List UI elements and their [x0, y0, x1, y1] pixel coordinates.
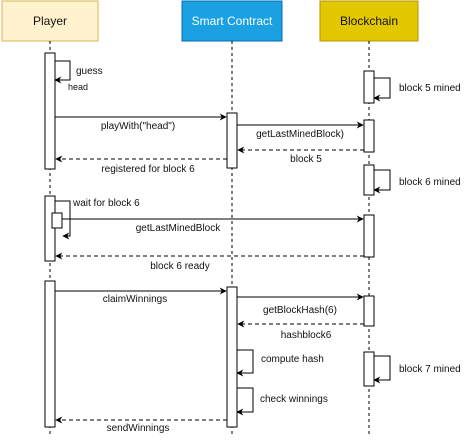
message-check-winnings: check winnings [236, 387, 328, 416]
message-wait-label: wait for block 6 [72, 198, 140, 209]
message-registered: registered for block 6 [55, 155, 227, 175]
message-send-winnings-label: sendWinnings [107, 423, 170, 434]
message-guess-arrow [54, 60, 71, 84]
message-play-with: playWith("head") [55, 113, 227, 132]
message-wait: wait for block 6 [55, 198, 140, 240]
message-guess-label: guess [76, 66, 103, 77]
message-block6-mined: block 6 mined [373, 169, 461, 194]
message-block6-mined-arrow [373, 169, 391, 194]
message-check-winnings-arrow [236, 387, 254, 416]
message-block6-ready: block 6 ready [55, 252, 364, 272]
activation-blockchain-4 [363, 214, 375, 258]
message-head-label: head [68, 82, 88, 92]
activation-contract-2 [226, 286, 238, 428]
message-hashblock6: hashblock6 [237, 320, 364, 341]
participant-contract-box [181, 0, 283, 42]
activation-blockchain-1 [363, 70, 375, 104]
participant-contract: Smart Contract [181, 0, 283, 42]
message-get-last-mined-1-label: getLastMinedBlock) [256, 129, 344, 140]
participant-player: Player [1, 0, 99, 42]
participant-player-label: Player [33, 14, 67, 28]
message-block5-return-label: block 5 [290, 154, 322, 165]
message-block5-mined-arrow [373, 77, 391, 102]
activation-player-3 [44, 280, 56, 428]
participant-blockchain: Blockchain [319, 0, 419, 42]
activation-blockchain-2 [363, 119, 375, 153]
message-get-last-mined-1: getLastMinedBlock) [237, 121, 364, 140]
message-registered-label: registered for block 6 [101, 164, 195, 175]
message-block6-mined-label: block 6 mined [399, 177, 461, 188]
message-claim-label: claimWinnings [103, 294, 167, 305]
participant-blockchain-box [319, 0, 419, 42]
activation-blockchain-5 [363, 295, 375, 327]
message-compute-hash: compute hash [236, 349, 324, 377]
message-block5-mined: block 5 mined [373, 77, 461, 102]
message-play-with-label: playWith("head") [101, 121, 175, 132]
message-guess: guess head [54, 60, 103, 92]
message-check-winnings-label: check winnings [260, 394, 328, 405]
message-block6-ready-label: block 6 ready [150, 261, 209, 272]
participant-contract-label: Smart Contract [192, 14, 273, 28]
message-get-last-mined-2-label: getLastMinedBlock [136, 223, 221, 234]
message-get-block-hash-label: getBlockHash(6) [263, 305, 337, 316]
activation-blockchain-3 [363, 164, 375, 196]
activation-player-1 [44, 52, 56, 170]
activation-contract-1 [226, 112, 238, 169]
message-hashblock6-label: hashblock6 [281, 330, 332, 341]
message-block5-mined-label: block 5 mined [399, 83, 461, 94]
message-compute-hash-arrow [236, 349, 254, 377]
message-block7-mined-label: block 7 mined [399, 364, 461, 375]
message-block5-return: block 5 [237, 146, 364, 165]
activation-player-nested [51, 212, 63, 229]
message-block7-mined: block 7 mined [373, 355, 461, 384]
message-block7-mined-arrow [373, 355, 391, 384]
message-send-winnings: sendWinnings [55, 416, 227, 434]
participant-blockchain-label: Blockchain [340, 14, 398, 28]
message-get-last-mined-2: getLastMinedBlock [62, 215, 364, 234]
message-compute-hash-label: compute hash [261, 354, 324, 365]
message-get-block-hash: getBlockHash(6) [237, 293, 364, 316]
participant-player-box [1, 0, 99, 42]
message-claim: claimWinnings [55, 287, 227, 305]
activation-blockchain-6 [363, 351, 375, 387]
